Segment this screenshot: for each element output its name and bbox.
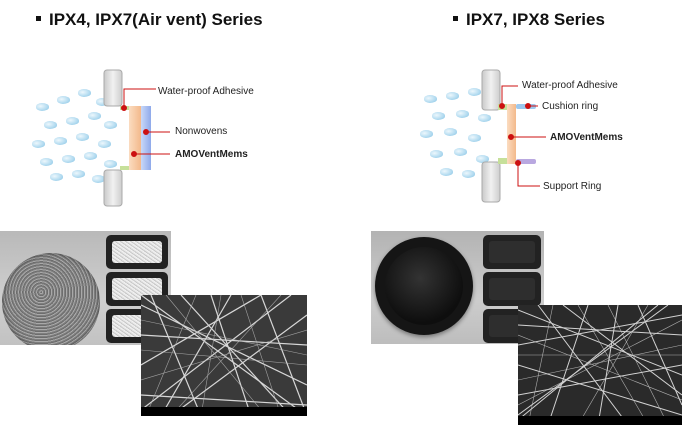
water-drop-icon	[66, 117, 79, 125]
water-drop-icon	[432, 112, 445, 120]
water-drop-icon	[40, 158, 53, 166]
water-drop-icon	[468, 134, 481, 142]
label-amoventmems: AMOVentMems	[550, 132, 623, 143]
membrane-layer	[507, 104, 516, 164]
bullet-icon	[36, 16, 41, 22]
water-drop-icon	[44, 121, 57, 129]
water-drop-icon	[444, 128, 457, 136]
water-drop-icon	[88, 112, 101, 120]
water-drop-icon	[446, 92, 459, 100]
water-drop-icon	[454, 148, 467, 156]
support-ring	[516, 159, 536, 164]
water-drop-icon	[76, 133, 89, 141]
water-drop-icon	[36, 103, 49, 111]
adhesive-layer-bottom	[498, 158, 508, 164]
sem-image-membrane	[518, 305, 682, 425]
water-drop-icon	[50, 173, 63, 181]
vent-sample	[106, 235, 168, 269]
label-cushion-ring: Cushion ring	[542, 101, 599, 112]
label-waterproof-adhesive: Water-proof Adhesive	[158, 86, 254, 97]
photo-membrane-samples	[371, 231, 544, 344]
label-support-ring: Support Ring	[543, 181, 602, 192]
water-drop-icon	[430, 150, 443, 158]
right-vent-cross-section	[481, 69, 546, 203]
water-drop-icon	[92, 175, 105, 183]
water-drop-icon	[468, 88, 481, 96]
housing-top	[103, 69, 123, 107]
membrane-layer	[129, 106, 141, 170]
water-drop-icon	[440, 168, 453, 176]
water-drop-icon	[98, 140, 111, 148]
water-drop-icon	[96, 98, 109, 106]
water-drop-icon	[72, 170, 85, 178]
housing-bottom	[103, 169, 123, 207]
vent-sample	[483, 235, 541, 269]
label-nonwovens: Nonwovens	[175, 126, 228, 137]
vent-sample	[483, 272, 541, 306]
nonwoven-layer	[141, 106, 151, 170]
water-drop-icon	[420, 130, 433, 138]
water-drop-icon	[104, 160, 117, 168]
water-drop-icon	[424, 95, 437, 103]
water-drop-icon	[462, 170, 475, 178]
water-drop-icon	[54, 137, 67, 145]
label-amoventmems: AMOVentMems	[175, 149, 248, 160]
water-drop-icon	[78, 89, 91, 97]
right-series-title: IPX7, IPX8 Series	[453, 10, 605, 30]
photo-nonwoven-samples	[0, 231, 171, 345]
water-drop-icon	[104, 121, 117, 129]
water-drop-icon	[456, 110, 469, 118]
sem-image-nonwoven	[141, 295, 307, 416]
left-series-title: IPX4, IPX7(Air vent) Series	[36, 10, 263, 30]
housing-bottom	[481, 161, 501, 203]
water-drop-icon	[62, 155, 75, 163]
water-drop-icon	[84, 152, 97, 160]
bullet-icon	[453, 16, 458, 22]
adhesive-layer-bottom	[120, 166, 130, 170]
water-drop-icon	[478, 114, 491, 122]
left-vent-cross-section	[103, 69, 170, 207]
water-drop-icon	[32, 140, 45, 148]
nonwoven-disk	[2, 253, 100, 345]
label-waterproof-adhesive: Water-proof Adhesive	[522, 80, 618, 91]
water-drop-icon	[476, 155, 489, 163]
housing-top	[481, 69, 501, 111]
water-drop-icon	[57, 96, 70, 104]
black-disk	[375, 237, 473, 335]
